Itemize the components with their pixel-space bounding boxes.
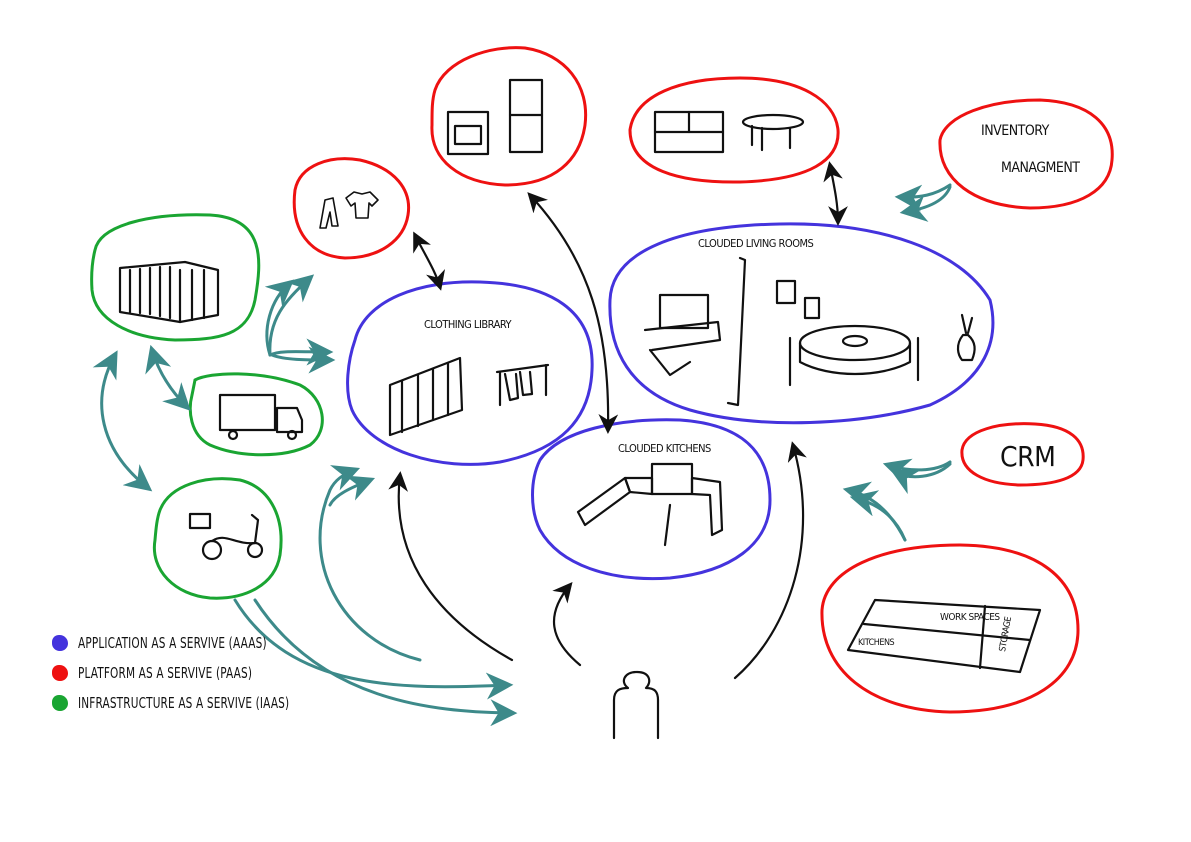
iaas-to-clothes-arrow-a: [264, 279, 295, 357]
kitchen-layout-icon: [576, 462, 724, 547]
iaas-to-library-arrow-c: [318, 465, 422, 662]
floor-plan-icon: [846, 598, 1042, 674]
container-cloud[interactable]: [90, 213, 261, 342]
aaas-swatch: [52, 635, 68, 651]
clouded-kitchens-label: CLOUDED KITCHENS: [618, 442, 711, 455]
stove-icon: [446, 110, 490, 156]
iaas-to-library-arrow-d: [328, 475, 376, 507]
sofa-icon: [653, 110, 725, 154]
clouded-living-rooms-cloud[interactable]: [608, 222, 995, 425]
iaas-to-clothes-arrow-b: [268, 274, 315, 357]
iaas-to-user-arrow-b: [253, 598, 518, 727]
user-to-clouded-kitchens-arrow: [552, 581, 582, 667]
user-to-clouded-living-rooms-arrow: [733, 441, 807, 680]
appliances-cloud[interactable]: [430, 46, 588, 187]
container-to-scooter-arrow: [92, 350, 153, 492]
clouded-kitchens-appliances-arrow: [527, 192, 619, 434]
legend-item-iaas: INFRASTRUCTURE AS A SERVIVE (IAAS): [52, 688, 349, 718]
floor-plan-cloud[interactable]: [820, 543, 1080, 714]
crm-cloud[interactable]: [960, 422, 1085, 487]
vase-icon: [956, 313, 976, 362]
work-spaces-label: WORK SPACES: [940, 612, 1000, 623]
living-rooms-furniture-arrow: [823, 161, 848, 226]
user-to-clothing-library-arrow: [388, 471, 514, 662]
wardrobe-icon: [388, 356, 464, 437]
inventory-arrow-a: [894, 183, 952, 212]
fridge-icon: [508, 78, 544, 154]
iaas-to-clothing-library-arrow-a: [268, 338, 334, 366]
trousers-icon: [319, 197, 339, 229]
partition-icon: [726, 256, 747, 407]
crm-arrow-b: [890, 462, 952, 495]
truck-cloud[interactable]: [188, 372, 324, 457]
container-to-truck-arrow: [145, 344, 191, 411]
floor-plan-arrow-b: [849, 490, 907, 542]
inventory-management-cloud[interactable]: [938, 98, 1114, 210]
coffee-table-icon: [741, 113, 805, 152]
flow-arrows: [92, 183, 952, 727]
iaas-to-clothing-library-arrow-b: [270, 346, 336, 374]
shipping-container-icon: [118, 260, 220, 324]
legend-item-aaas: APPLICATION AS A SERVIVE (AAAS): [52, 628, 349, 658]
truck-icon: [218, 393, 304, 441]
crm-arrow-a: [882, 458, 952, 485]
legend-item-paas: PLATFORM AS A SERVIVE (PAAS): [52, 658, 349, 688]
furniture-cloud[interactable]: [628, 76, 840, 184]
legend-label: PLATFORM AS A SERVIVE (PAAS): [78, 664, 253, 682]
portrait-frame-icon: [775, 279, 821, 320]
legend-label: APPLICATION AS A SERVIVE (AAAS): [78, 634, 267, 652]
legend: APPLICATION AS A SERVIVE (AAAS) PLATFORM…: [52, 628, 349, 718]
clothing-library-cloud[interactable]: [346, 280, 594, 466]
storage-label: STORAGE: [998, 616, 1014, 653]
iaas-swatch: [52, 695, 68, 711]
scooter-icon: [188, 512, 264, 561]
shirt-icon: [345, 191, 379, 219]
clothes-rack-icon: [495, 363, 550, 407]
clothing-library-clothes-arrow: [413, 231, 446, 291]
clouded-kitchens-cloud[interactable]: [531, 418, 772, 581]
iaas-to-user-arrow-a: [233, 598, 514, 700]
desk-computer-icon: [643, 293, 722, 377]
crm-label: CRM: [1000, 440, 1055, 473]
inventory-label-line2: MANAGMENT: [1001, 160, 1080, 176]
dining-table-icon: [788, 324, 920, 387]
person-icon[interactable]: [612, 670, 660, 740]
clothing-library-label: CLOTHING LIBRARY: [424, 318, 513, 331]
paas-swatch: [52, 665, 68, 681]
inventory-arrow-b: [899, 185, 952, 222]
scooter-cloud[interactable]: [152, 477, 283, 600]
clouded-living-rooms-label: CLOUDED LIVING ROOMS: [698, 237, 814, 250]
inventory-label-line1: INVENTORY: [981, 123, 1050, 139]
clothes-cloud[interactable]: [292, 157, 411, 260]
kitchens-label: KITCHENS: [858, 638, 895, 648]
legend-label: INFRASTRUCTURE AS A SERVIVE (IAAS): [78, 694, 290, 712]
